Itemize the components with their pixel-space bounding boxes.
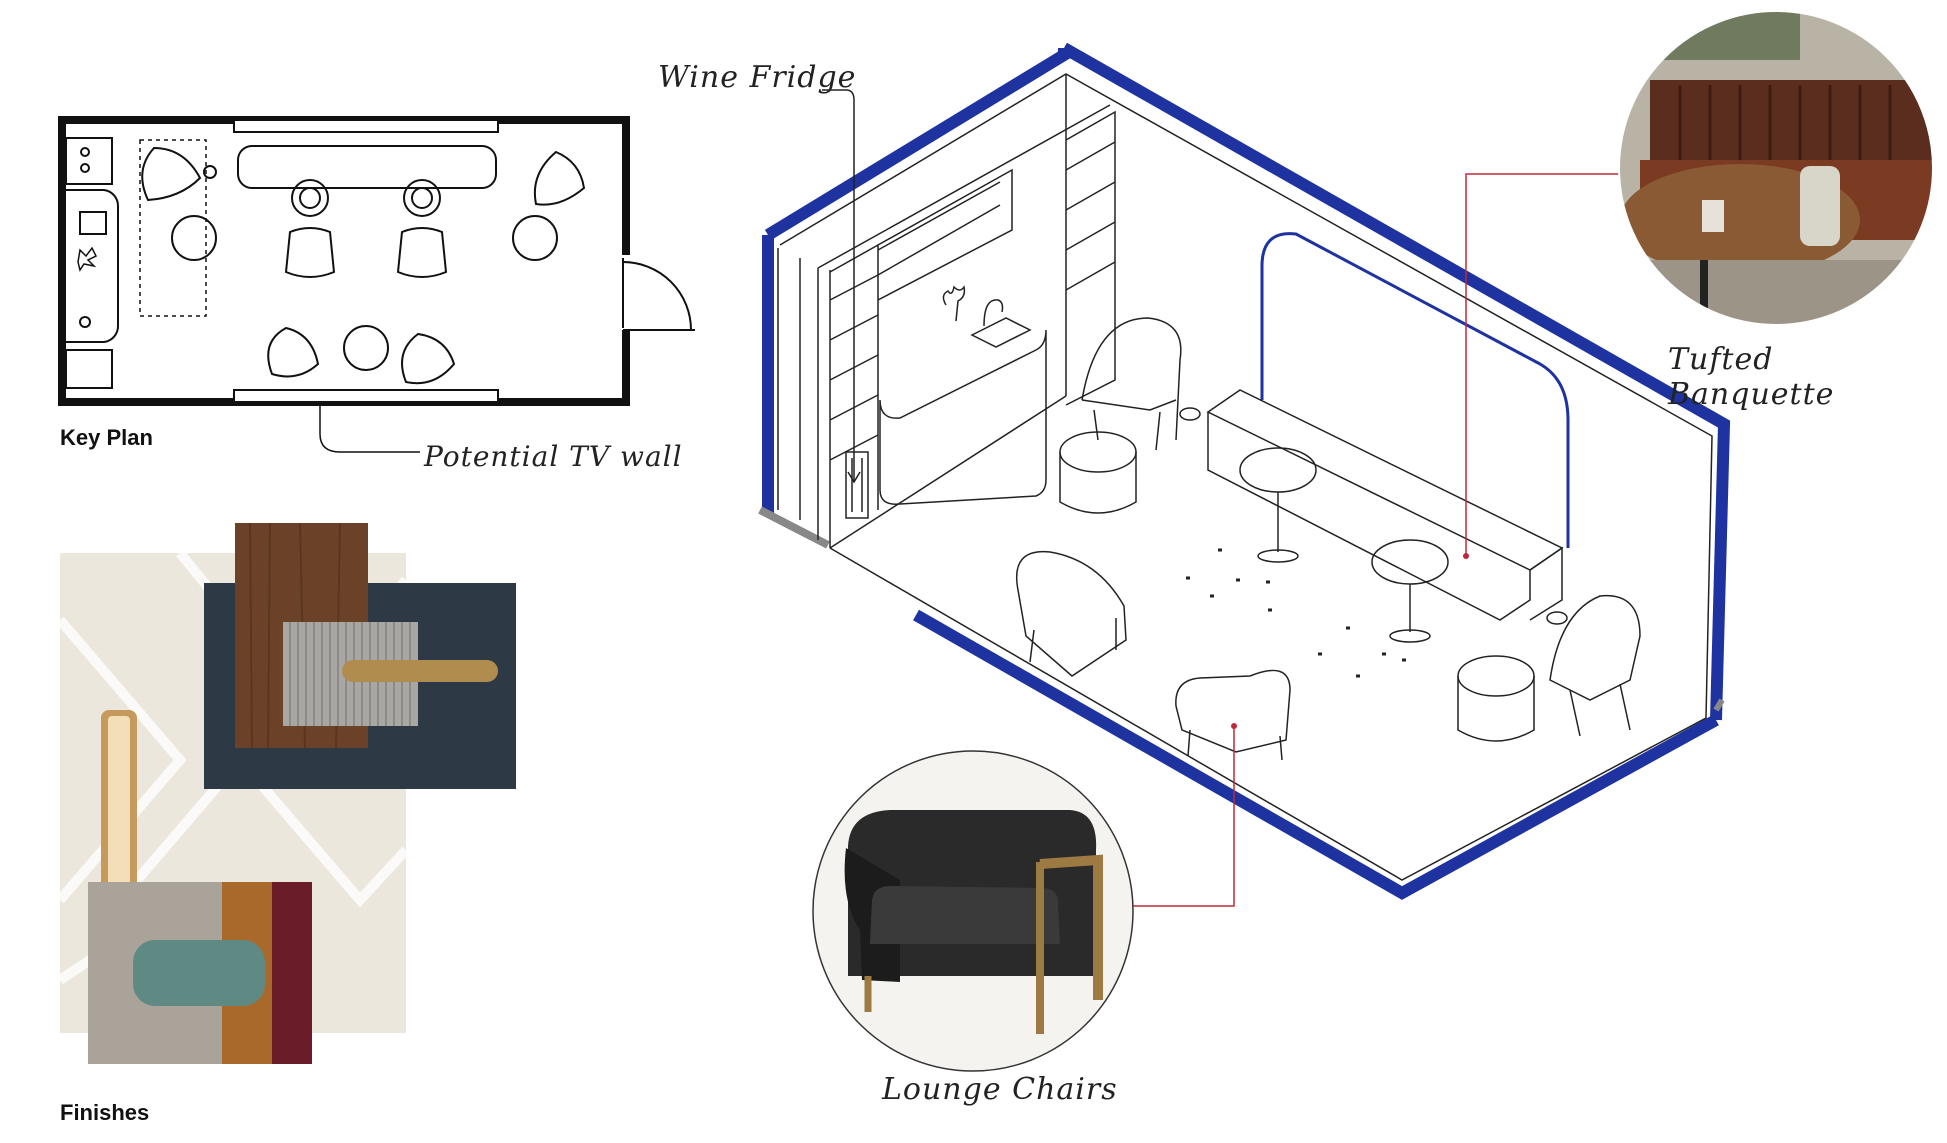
lounge-chairs-label: Lounge Chairs <box>882 1072 1118 1107</box>
wine-fridge-label: Wine Fridge <box>658 60 857 95</box>
potential-tv-wall-label: Potential TV wall <box>424 440 683 473</box>
key-plan-title: Key Plan <box>60 425 153 450</box>
finishes-title: Finishes <box>60 1100 150 1125</box>
floor-plan-icon <box>58 116 695 406</box>
tufted-banquette-label: Tufted Banquette <box>1668 342 1835 412</box>
